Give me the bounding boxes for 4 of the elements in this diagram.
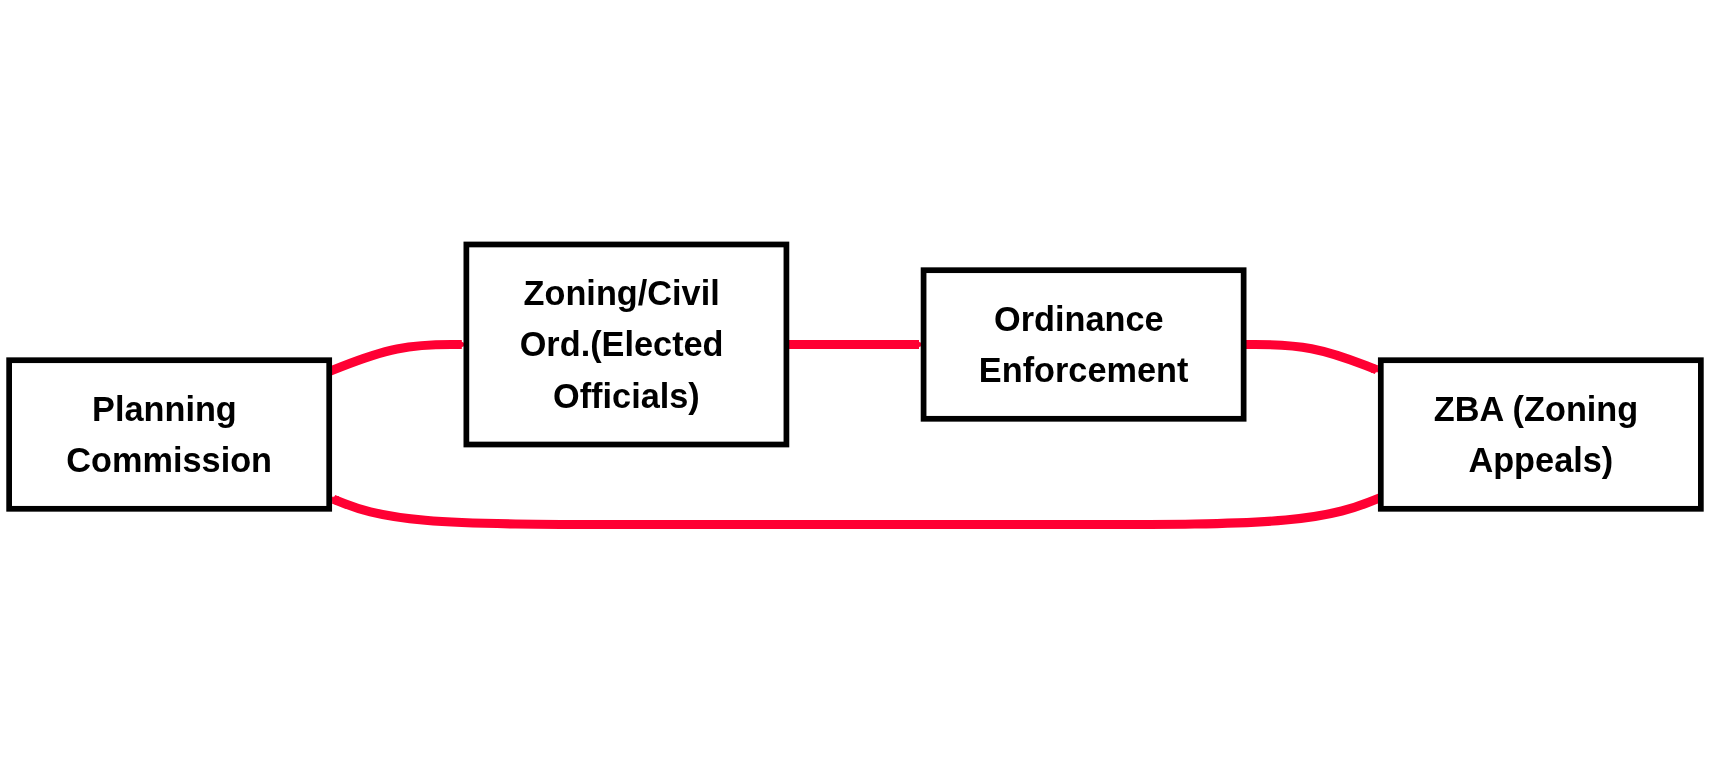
node-box: Ordinance Enforcement: [920, 267, 1247, 422]
node-box: Planning Commission: [6, 357, 333, 512]
node-box: ZBA (Zoning Appeals): [1377, 357, 1704, 512]
node-box: Zoning/Civil Ord.(Elected Officials): [463, 241, 790, 448]
